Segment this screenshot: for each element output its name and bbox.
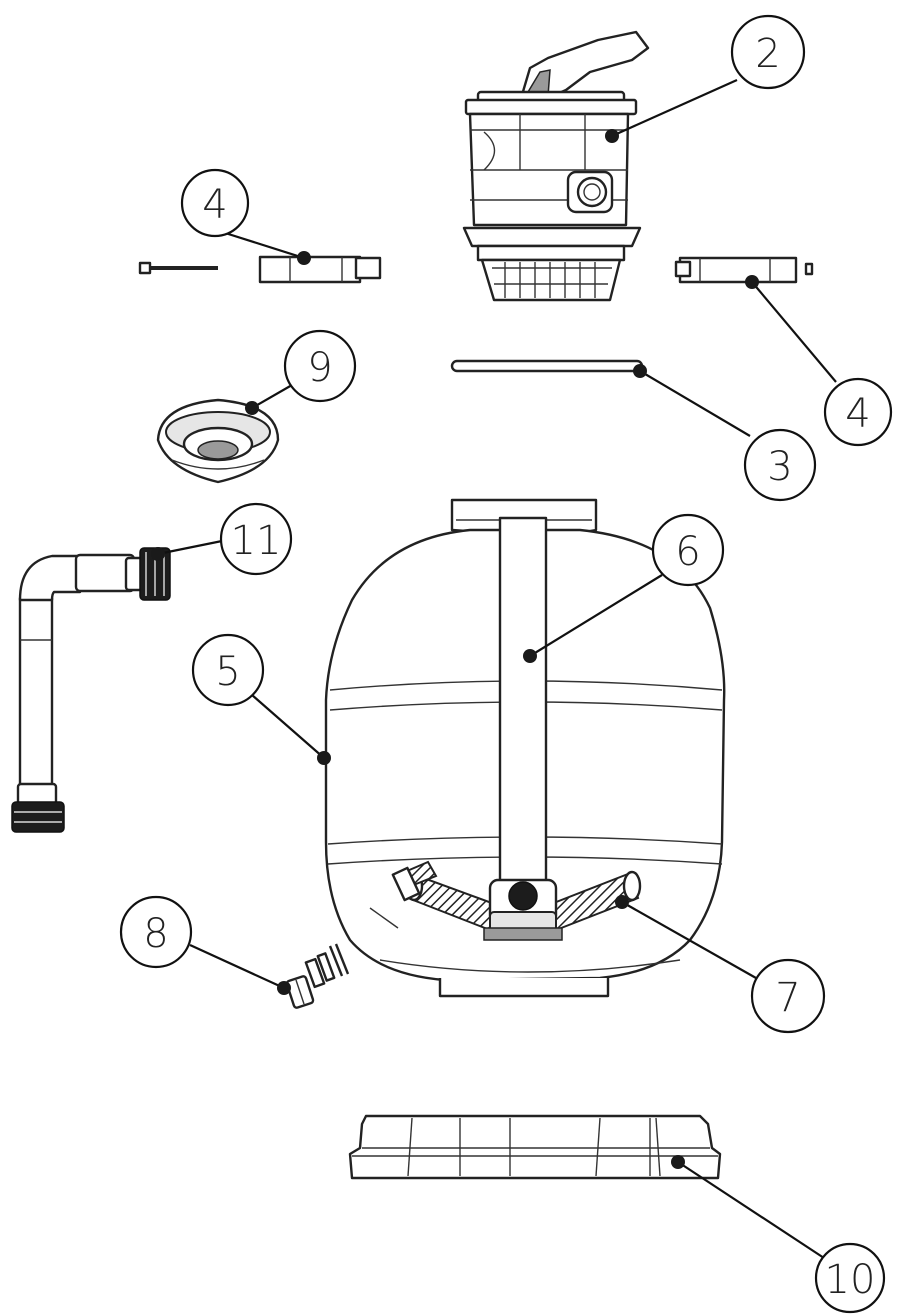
callout-10-label: 10 xyxy=(825,1257,876,1303)
callout-4-right-label: 4 xyxy=(845,391,870,437)
callout-11-label: 11 xyxy=(231,518,282,564)
leader-lines xyxy=(157,78,837,1259)
callout-4-left: 4 xyxy=(180,168,250,238)
callout-10: 10 xyxy=(814,1242,886,1314)
callout-8-label: 8 xyxy=(143,911,168,957)
drain-plug-part xyxy=(285,943,350,1009)
callout-5: 5 xyxy=(191,633,265,707)
callout-9: 9 xyxy=(283,329,357,403)
callout-4-left-label: 4 xyxy=(202,182,227,228)
pipe-assembly-part xyxy=(11,547,171,833)
clamp-right-part xyxy=(674,256,814,284)
rod-part xyxy=(450,359,644,373)
callout-8: 8 xyxy=(119,895,193,969)
callout-5-label: 5 xyxy=(215,649,240,695)
callout-3-label: 3 xyxy=(767,444,792,490)
callout-3: 3 xyxy=(743,428,817,502)
callout-7-label: 7 xyxy=(775,975,800,1021)
callout-11: 11 xyxy=(219,502,293,576)
callout-4-right: 4 xyxy=(823,377,893,447)
laterals-part xyxy=(369,860,642,941)
clamp-left-part xyxy=(138,255,382,284)
center-pipe-part xyxy=(498,516,548,896)
callout-7: 7 xyxy=(750,958,826,1034)
callout-9-label: 9 xyxy=(307,345,332,391)
sand-lid-part xyxy=(156,398,280,484)
callout-2-label: 2 xyxy=(755,31,780,77)
callout-6: 6 xyxy=(651,513,725,587)
callout-2: 2 xyxy=(730,14,806,90)
anchor-dots xyxy=(151,129,759,1169)
callout-6-label: 6 xyxy=(675,529,700,575)
base-part xyxy=(348,1114,722,1180)
multiport-valve-part xyxy=(462,30,650,302)
